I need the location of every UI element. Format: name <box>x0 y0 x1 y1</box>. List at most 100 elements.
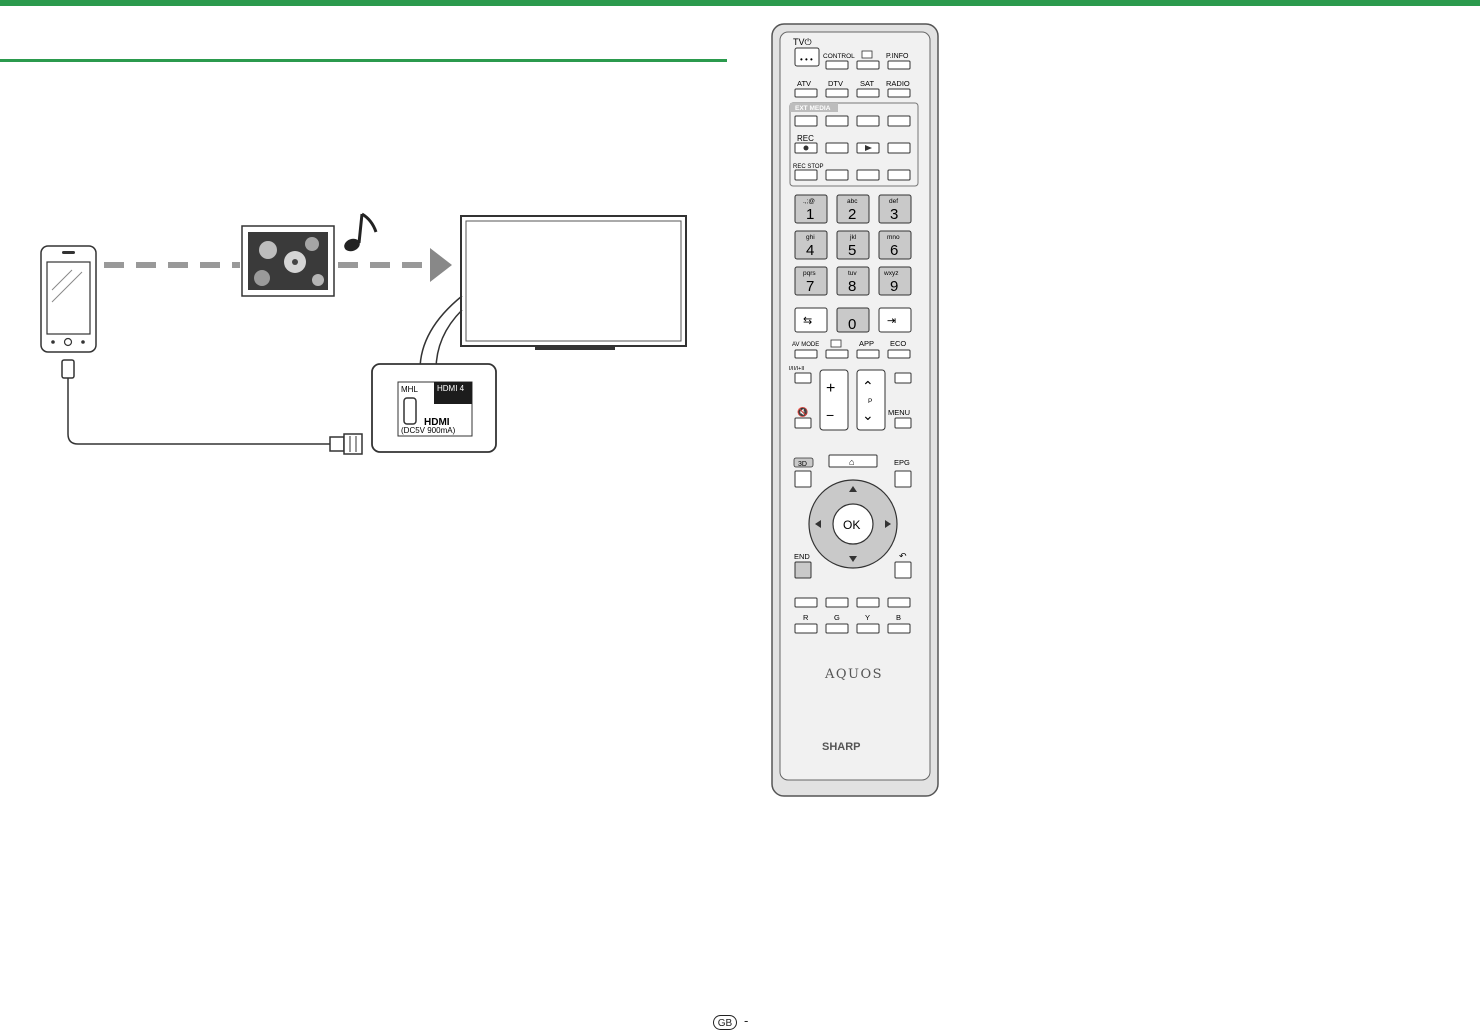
mhl-cable <box>61 359 363 455</box>
channel-rocker[interactable] <box>856 369 886 431</box>
radio-button[interactable] <box>887 88 911 98</box>
home-button[interactable] <box>828 454 878 468</box>
green-button[interactable] <box>825 623 849 634</box>
hdmi-cable-a <box>419 295 463 371</box>
connection-diagram: MHL HDMI 4 HDMI (DC5V 900mA) <box>40 212 687 455</box>
volume-up-icon: + <box>826 380 835 397</box>
channel-p-label: P <box>868 398 872 405</box>
hold-button[interactable] <box>825 597 849 608</box>
atv-label: ATV <box>797 79 811 88</box>
stop-button[interactable] <box>856 169 880 181</box>
key-5[interactable] <box>836 230 870 260</box>
eco-label: ECO <box>890 339 906 348</box>
key-2[interactable] <box>836 194 870 224</box>
key-0[interactable] <box>836 307 870 333</box>
three-d-button[interactable] <box>794 470 812 488</box>
up-arrow-icon <box>849 486 857 492</box>
ext-call-button[interactable] <box>825 115 849 127</box>
dtv-button[interactable] <box>825 88 849 98</box>
sound-mode-label: I/II/I+II <box>789 366 805 372</box>
control-label: CONTROL <box>823 53 855 60</box>
section-rule <box>0 59 727 62</box>
photo-icon <box>241 225 335 297</box>
red-label: R <box>803 613 809 622</box>
pinfo-label: P.INFO <box>886 53 909 60</box>
ext-pause-button[interactable] <box>856 115 880 127</box>
av-mode-button[interactable] <box>794 349 818 359</box>
key-9-digit: 9 <box>890 278 898 295</box>
key-6[interactable] <box>878 230 912 260</box>
ext-hangup-button[interactable] <box>887 115 911 127</box>
rewind-button[interactable] <box>825 142 849 154</box>
key-5-letters: jkl <box>849 234 857 241</box>
key-9[interactable] <box>878 266 912 296</box>
channel-down-icon: ⌄ <box>862 407 874 423</box>
return-button[interactable] <box>894 561 912 579</box>
hdmi-logo-text: HDMI <box>424 417 450 428</box>
tv-power-label: TV⏻ <box>793 37 812 47</box>
dtv-label: DTV <box>828 79 843 88</box>
key-7[interactable] <box>794 266 828 296</box>
mute-icon: 🔇 <box>797 406 808 417</box>
epg-label: EPG <box>894 458 910 467</box>
ext-media-group <box>789 102 919 187</box>
reveal-button[interactable] <box>887 597 911 608</box>
key-4[interactable] <box>794 230 828 260</box>
red-button[interactable] <box>794 623 818 634</box>
key-0-digit: 0 <box>848 316 856 333</box>
page-number-dash: - <box>744 1013 749 1028</box>
yellow-label: Y <box>865 613 870 622</box>
key-8[interactable] <box>836 266 870 296</box>
menu-label: MENU <box>888 408 910 417</box>
subpage-button[interactable] <box>856 597 880 608</box>
control-button[interactable] <box>825 60 849 70</box>
key-3[interactable] <box>878 194 912 224</box>
input-icon: ⇥ <box>887 315 896 327</box>
key-8-digit: 8 <box>848 278 856 295</box>
teletext-button[interactable] <box>894 372 912 384</box>
pinfo-button[interactable] <box>887 60 911 70</box>
key-1[interactable] <box>794 194 828 224</box>
fast-forward-button[interactable] <box>887 142 911 154</box>
end-button[interactable] <box>794 561 812 579</box>
sat-label: SAT <box>860 79 874 88</box>
hdmi4-label: HDMI 4 <box>437 384 465 393</box>
skip-back-button[interactable] <box>825 169 849 181</box>
volume-rocker[interactable] <box>819 369 849 431</box>
menu-button[interactable] <box>894 417 912 429</box>
wide-button[interactable] <box>825 349 849 359</box>
blue-button[interactable] <box>887 623 911 634</box>
sound-mode-button[interactable] <box>794 372 812 384</box>
key-1-letters: .,;@ <box>803 198 815 205</box>
subtitle-button[interactable] <box>794 597 818 608</box>
rec-stop-button[interactable] <box>794 169 818 181</box>
info-button[interactable] <box>856 60 880 70</box>
ok-button[interactable] <box>832 503 874 545</box>
key-6-letters: mno <box>887 234 900 241</box>
app-button[interactable] <box>856 349 880 359</box>
ext-power-button[interactable] <box>794 115 818 127</box>
hdmi-cable-b <box>435 309 463 371</box>
left-arrow-icon <box>815 520 821 528</box>
key-6-digit: 6 <box>890 242 898 259</box>
mute-button[interactable] <box>794 417 812 429</box>
tv-power-button[interactable] <box>794 47 820 67</box>
skip-forward-button[interactable] <box>887 169 911 181</box>
atv-button[interactable] <box>794 88 818 98</box>
volume-down-icon: − <box>826 407 834 423</box>
input-button[interactable] <box>878 307 912 333</box>
rec-label: REC <box>797 134 814 143</box>
key-4-digit: 4 <box>806 242 814 259</box>
key-2-digit: 2 <box>848 206 856 223</box>
return-icon: ↶ <box>899 551 907 561</box>
app-label: APP <box>859 339 874 348</box>
flashback-button[interactable] <box>794 307 828 333</box>
yellow-button[interactable] <box>856 623 880 634</box>
home-icon: ⌂ <box>849 457 854 467</box>
epg-button[interactable] <box>894 470 912 488</box>
key-3-letters: def <box>889 198 898 205</box>
three-d-label: 3D <box>798 461 807 468</box>
sat-button[interactable] <box>856 88 880 98</box>
eco-button[interactable] <box>887 349 911 359</box>
end-label: END <box>794 552 810 561</box>
